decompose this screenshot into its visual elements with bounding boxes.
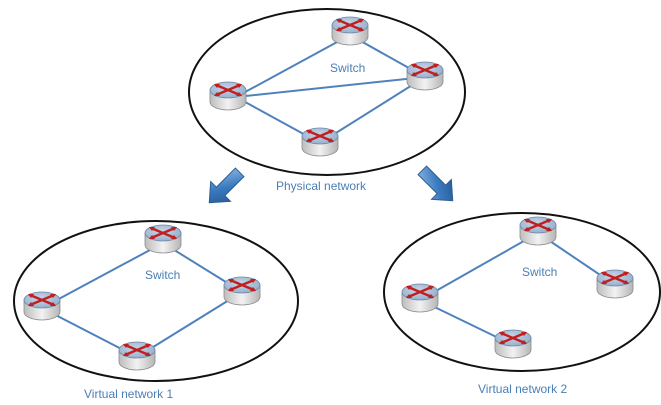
physical-links: [235, 34, 426, 144]
physical-network-group: Switch Physical network: [188, 8, 466, 193]
router-icon: [493, 328, 533, 360]
virtual-network-2-group: Switch Virtual network 2: [383, 212, 661, 396]
router-icon: [117, 340, 157, 372]
link: [235, 76, 426, 98]
physical-network-boundary: [188, 8, 466, 176]
virtual-network-1-caption: Virtual network 1: [84, 387, 173, 401]
down-arrow-icon: [417, 165, 454, 202]
virtual-1-links: [41, 242, 243, 358]
router-icon: [330, 15, 370, 47]
switch-label: Switch: [145, 268, 180, 282]
virtual-network-1-boundary: [13, 220, 299, 382]
router-icon: [22, 290, 62, 322]
link: [41, 242, 164, 309]
link: [319, 76, 426, 144]
down-arrow-icon: [208, 167, 245, 204]
virtual-network-2-boundary: [383, 212, 661, 372]
router-icon: [300, 126, 340, 158]
router-icon: [595, 268, 635, 300]
virtual-network-2-caption: Virtual network 2: [478, 382, 567, 396]
router-icon: [518, 215, 558, 247]
link: [419, 232, 539, 301]
router-icon: [143, 223, 183, 255]
link: [235, 34, 351, 98]
virtual-2-links: [419, 232, 616, 346]
router-icon: [208, 80, 248, 112]
switch-label: Switch: [522, 265, 557, 279]
switch-label: Switch: [330, 61, 365, 75]
router-icon: [405, 60, 445, 92]
virtual-network-1-group: Switch Virtual network 1: [13, 220, 299, 401]
physical-network-caption: Physical network: [276, 179, 367, 193]
router-icon: [222, 275, 262, 307]
router-icon: [400, 282, 440, 314]
link: [136, 291, 243, 358]
